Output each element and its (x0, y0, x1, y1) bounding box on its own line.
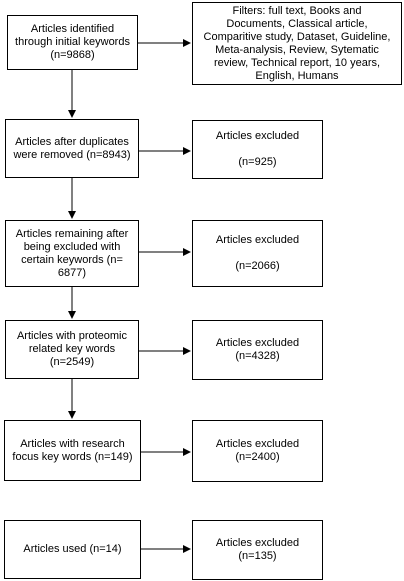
box-excluded-1-text: Articles excluded (n=925) (215, 130, 300, 168)
box-excluded-4-text: Articles excluded (n=2400) (215, 438, 300, 463)
box-articles-used-text: Articles used (n=14) (23, 543, 122, 555)
box-initial-articles-text: Articles identified through initial keyw… (15, 23, 130, 61)
box-filters-text: Filters: full text, Books and Documents,… (203, 4, 391, 82)
box-proteomic-articles-text: Articles with proteomic related key word… (16, 330, 128, 368)
box-excluded-5-text: Articles excluded (n=135) (215, 537, 300, 562)
box-filters: Filters: full text, Books and Documents,… (192, 2, 402, 85)
box-excluded-1: Articles excluded (n=925) (192, 120, 323, 179)
box-research-focus-articles: Articles with research focus key words (… (4, 420, 141, 481)
box-keyword-filtered-articles-text: Articles remaining after being excluded … (15, 227, 129, 279)
box-articles-used: Articles used (n=14) (4, 520, 141, 579)
box-proteomic-articles: Articles with proteomic related key word… (5, 320, 139, 379)
box-excluded-2-text: Articles excluded (n=2066) (215, 234, 300, 272)
box-initial-articles: Articles identified through initial keyw… (7, 15, 138, 70)
box-excluded-5: Articles excluded (n=135) (192, 520, 323, 580)
box-research-focus-articles-text: Articles with research focus key words (… (12, 437, 133, 463)
box-excluded-4: Articles excluded (n=2400) (192, 420, 323, 482)
box-excluded-3: Articles excluded (n=4328) (192, 320, 323, 380)
box-deduplicated-articles: Articles after duplicates were removed (… (5, 119, 139, 178)
box-excluded-3-text: Articles excluded (n=4328) (215, 337, 300, 362)
box-excluded-2: Articles excluded (n=2066) (192, 220, 323, 287)
box-deduplicated-articles-text: Articles after duplicates were removed (… (13, 135, 131, 161)
box-keyword-filtered-articles: Articles remaining after being excluded … (5, 220, 139, 287)
